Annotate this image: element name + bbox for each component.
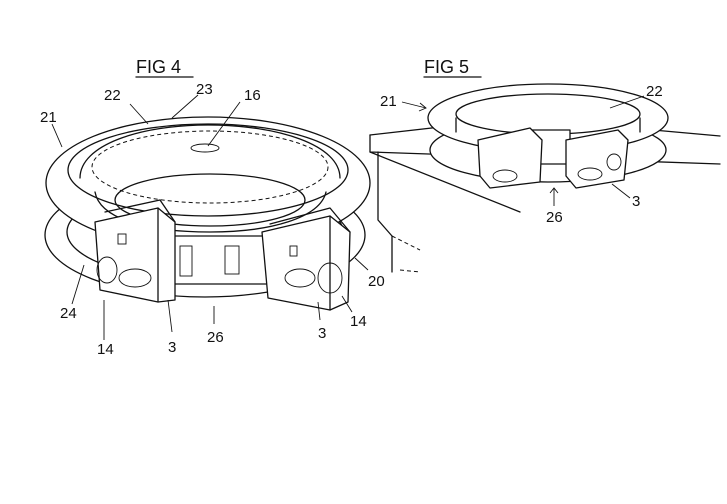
fig4-label-21: 21: [40, 109, 57, 126]
fig5-leader-3: [611, 183, 631, 199]
fig4-right-hole: [289, 245, 298, 257]
fig4-leader-14b: [341, 295, 353, 313]
fig4-label-14a: 14: [97, 341, 114, 358]
fig5-label-22: 22: [646, 83, 663, 100]
fig5-table-shadow-2: [399, 269, 421, 273]
fig4-leader-21: [51, 123, 63, 148]
fig4-leader-24: [71, 264, 85, 305]
fig5-drawing: FIG 5 21 22 26 3: [369, 57, 721, 273]
fig4-inner-floor: [114, 173, 306, 227]
fig4-right-compartment: [261, 215, 351, 311]
fig4-left-compartment-lid: [104, 199, 176, 223]
fig5-table-underside: [369, 151, 521, 213]
fig4-label-3b: 3: [318, 325, 326, 342]
fig4-inner-wall-bottom: [94, 191, 327, 233]
fig5-title: FIG 5: [424, 57, 469, 77]
fig4-strap-window-2: [224, 245, 240, 275]
fig4-left-hole: [117, 233, 127, 245]
fig4-label-3a: 3: [168, 339, 176, 356]
fig4-leader-3a: [167, 299, 173, 333]
fig5-arrow-21: [401, 101, 427, 109]
fig4-left-animal-1: [96, 256, 118, 284]
fig5-table-shadow-1: [391, 235, 421, 251]
fig4-drawing: FIG 4: [40, 57, 385, 358]
fig4-left-animal-2: [118, 268, 152, 288]
fig4-leader-23: [171, 94, 199, 119]
fig4-label-20: 20: [368, 273, 385, 290]
fig5-right-animal-2: [606, 153, 622, 171]
fig5-arrow-21-head: [418, 102, 427, 112]
fig4-leader-16: [207, 101, 241, 147]
fig4-left-compartment: [94, 207, 176, 303]
fig5-leader-26-head: [549, 187, 559, 194]
fig4-label-24: 24: [60, 305, 77, 322]
fig4-leader-22: [129, 103, 149, 125]
fig4-right-animal-2: [284, 268, 316, 288]
fig4-upper-ring-rim: [67, 123, 349, 217]
fig4-right-compartment-lid: [269, 207, 351, 233]
fig5-right-animal: [577, 167, 603, 181]
fig5-leader-22: [609, 95, 645, 109]
fig4-leader-20: [354, 257, 369, 271]
fig4-label-14b: 14: [350, 313, 367, 330]
fig5-label-21: 21: [380, 93, 397, 110]
fig4-title: FIG 4: [136, 57, 181, 77]
fig5-label-26: 26: [546, 209, 563, 226]
fig4-part-16: [190, 143, 220, 153]
fig4-label-23: 23: [196, 81, 213, 98]
fig4-strap-window-1: [179, 245, 193, 277]
fig4-label-16: 16: [244, 87, 261, 104]
fig5-label-3: 3: [632, 193, 640, 210]
fig4-right-animal-1: [317, 262, 343, 294]
fig5-right-compartment: [565, 129, 629, 189]
fig4-label-22: 22: [104, 87, 121, 104]
fig4-inner-wall-top: [79, 124, 341, 179]
fig4-label-26: 26: [207, 329, 224, 346]
fig4-leader-3b: [317, 301, 321, 321]
fig5-table-leg: [377, 151, 393, 273]
fig5-ring-walls: [455, 117, 641, 133]
fig5-left-animal: [492, 169, 518, 183]
fig4-dashed-line: [91, 130, 329, 204]
